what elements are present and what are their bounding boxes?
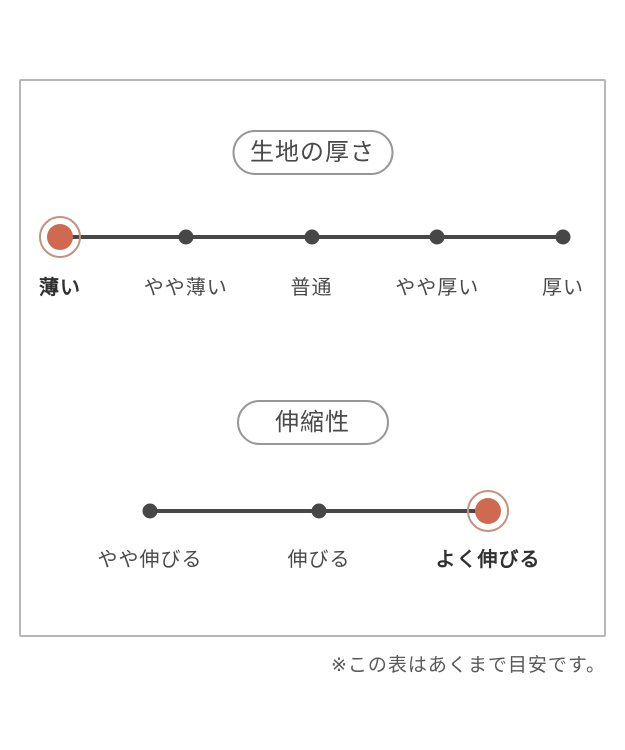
scale-option-label: やや薄い	[143, 277, 228, 299]
scale-title-pill-stretchiness: 伸縮性	[236, 400, 389, 445]
scale-dot	[311, 503, 327, 519]
scale-dot	[429, 229, 445, 245]
disclaimer-footnote: ※この表はあくまで目安です。	[330, 655, 606, 676]
scale-option-label: 薄い	[39, 277, 81, 299]
scale-title-pill-fabric-thickness: 生地の厚さ	[232, 130, 393, 175]
scale-dot	[142, 503, 158, 519]
scale-dot-selected	[47, 224, 73, 250]
scale-dot	[555, 229, 571, 245]
scale-option-label: よく伸びる	[435, 549, 541, 571]
scale-option-label: 普通	[290, 277, 333, 299]
scale-option-label: やや伸びる	[97, 549, 203, 571]
selected-dot-ring	[39, 216, 81, 258]
scale-option-label: やや厚い	[395, 277, 480, 299]
scale-dot	[304, 229, 319, 245]
scale-dot	[178, 229, 194, 245]
scale-dot-selected	[475, 498, 501, 524]
scale-option-label: 厚い	[542, 277, 584, 299]
scale-option-label: 伸びる	[287, 549, 351, 571]
selected-dot-ring	[467, 490, 509, 532]
